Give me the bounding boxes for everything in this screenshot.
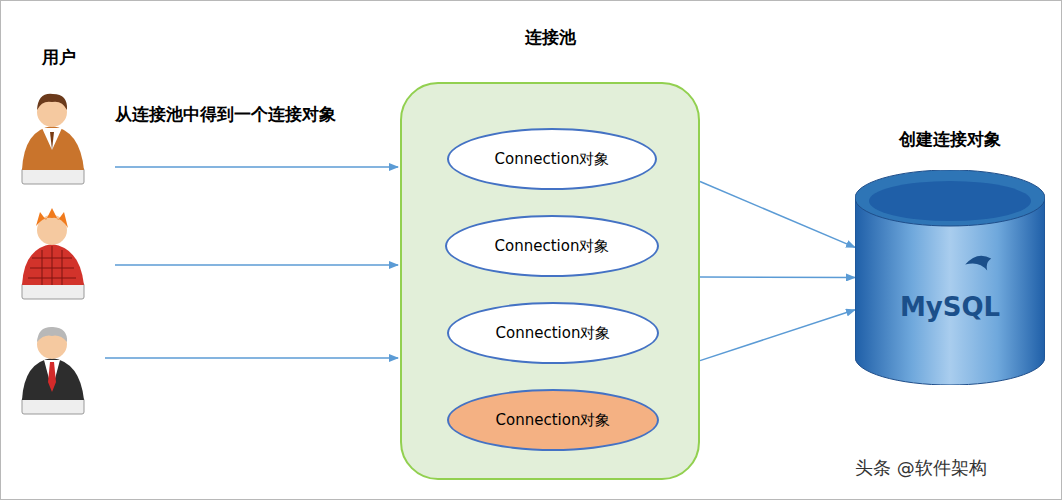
connection-ellipse: Connection对象 xyxy=(447,128,657,190)
connection-ellipse: Connection对象 xyxy=(447,302,659,364)
database-cylinder: 创建连接对象MySQL xyxy=(855,170,1045,385)
node-heading: 创建连接对象 xyxy=(855,128,1045,151)
node-text: Connection对象 xyxy=(496,411,611,430)
cylinder-outline xyxy=(855,170,1045,385)
user-icon xyxy=(22,327,84,414)
instruction-label: 从连接池中得到一个连接对象 xyxy=(115,103,336,126)
user-arrow xyxy=(115,166,398,168)
node-text: Connection对象 xyxy=(496,324,611,343)
user-icon xyxy=(22,94,84,184)
node-text: Connection对象 xyxy=(495,150,610,169)
connector-arrow xyxy=(700,276,855,278)
connection-ellipse: Connection对象 xyxy=(447,389,659,451)
user-arrow xyxy=(105,357,398,359)
node-text: MySQL xyxy=(855,292,1045,322)
pool-box: 连接池Connection对象Connection对象Connection对象C… xyxy=(400,82,700,480)
node-text: Connection对象 xyxy=(495,237,610,256)
group-label: 用户 xyxy=(42,46,76,69)
user-arrow xyxy=(115,264,398,266)
connector-arrow xyxy=(700,310,855,361)
node-heading: 连接池 xyxy=(402,26,698,49)
connection-ellipse: Connection对象 xyxy=(445,215,659,277)
user-icon xyxy=(22,208,84,299)
watermark: 头条 @软件架构 xyxy=(852,456,990,480)
connector-arrow xyxy=(700,182,855,248)
